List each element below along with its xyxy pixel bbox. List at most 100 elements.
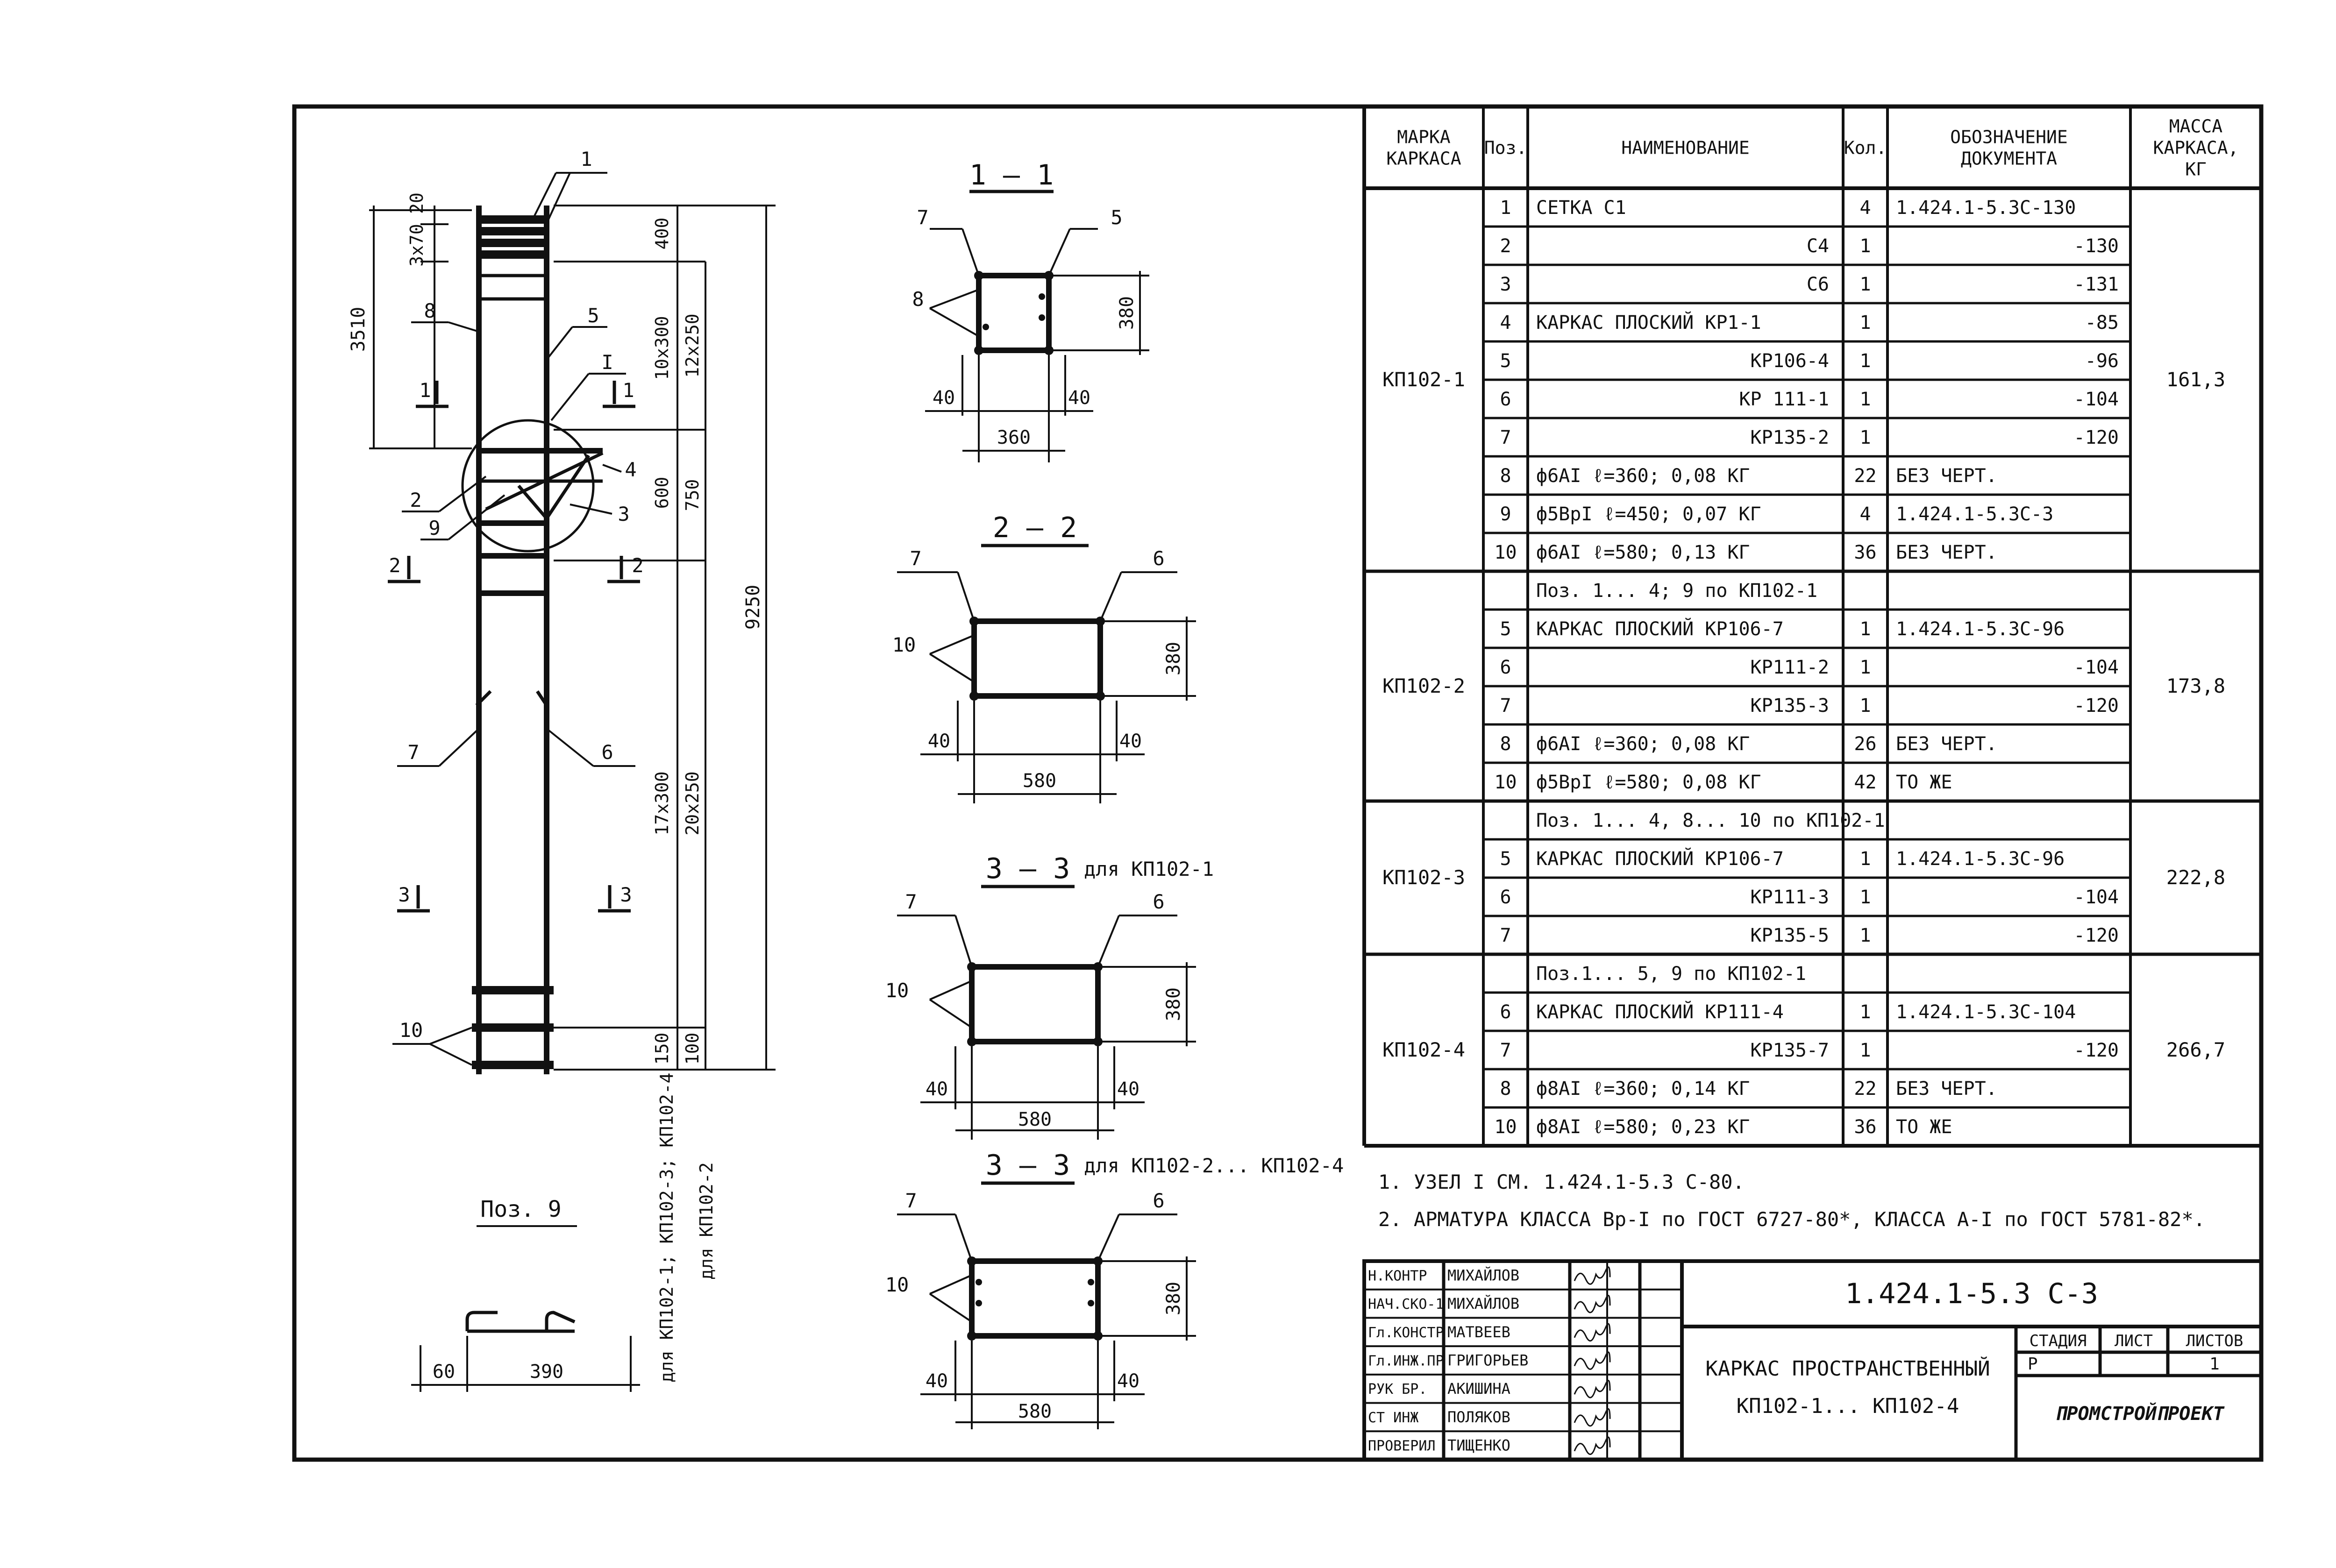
spec-cell-poz: 8 bbox=[1500, 733, 1511, 755]
spec-cell-poz: 10 bbox=[1494, 1116, 1517, 1138]
spec-cell-name: КР135-2 bbox=[1750, 427, 1829, 448]
header-name: НАИМЕНОВАНИЕ bbox=[1621, 138, 1750, 158]
spec-cell-kol: 1 bbox=[1859, 618, 1871, 640]
spec-cell-kol: 1 bbox=[1859, 887, 1871, 908]
callout-2: 2 bbox=[410, 489, 421, 511]
dim-750: 750 bbox=[682, 479, 703, 511]
spec-cell-kol: 1 bbox=[1859, 235, 1871, 257]
dim-17x300: 17x300 bbox=[652, 771, 672, 835]
node-circle bbox=[461, 419, 595, 553]
spec-cell-poz: 10 bbox=[1494, 542, 1517, 563]
section-left-pos: 10 bbox=[885, 1273, 909, 1296]
section-width-dim: 360 bbox=[997, 427, 1031, 448]
cut-1-left: 1 bbox=[419, 379, 431, 402]
section-edge-left: 40 bbox=[928, 731, 950, 752]
spec-cell-name: СЕТКА С1 bbox=[1536, 197, 1626, 219]
spec-cell-poz: 7 bbox=[1500, 695, 1511, 717]
spec-cell-doc: 1.424.1-5.3С-130 bbox=[1896, 197, 2076, 219]
spec-cell-doc: -104 bbox=[2074, 657, 2119, 678]
spec-cell-doc: -120 bbox=[2074, 427, 2119, 448]
node-label-i: I bbox=[601, 351, 613, 374]
spec-cell-name: КР135-5 bbox=[1750, 925, 1829, 946]
spec-cell-kol: 1 bbox=[1859, 925, 1871, 946]
stage-value: Р bbox=[2028, 1355, 2038, 1374]
spec-cell-poz: 7 bbox=[1500, 427, 1511, 448]
signer-role: ПРОВЕРИЛ bbox=[1368, 1438, 1436, 1454]
dim-600: 600 bbox=[652, 477, 672, 509]
section-edge-left: 40 bbox=[926, 1370, 948, 1392]
section-top-right-pos: 6 bbox=[1153, 890, 1164, 913]
spec-cell-name: Поз.1... 5, 9 по КП102-1 bbox=[1536, 963, 1806, 985]
signature-mark bbox=[1574, 1408, 1611, 1427]
poz9-title: Поз. 9 bbox=[480, 1196, 561, 1222]
section-suffix: для КП102-2... КП102-4 bbox=[1084, 1154, 1344, 1177]
note-1: 1. УЗЕЛ I СМ. 1.424.1-5.3 С-80. bbox=[1378, 1171, 1745, 1193]
spec-cell-doc: 1.424.1-5.3С-96 bbox=[1896, 848, 2065, 870]
spec-cell-doc: -85 bbox=[2085, 312, 2119, 333]
top-meshes bbox=[477, 215, 549, 301]
callout-4: 4 bbox=[625, 458, 636, 481]
dim-20x250: 20x250 bbox=[682, 771, 703, 835]
section-edge-left: 40 bbox=[933, 387, 955, 409]
label-scope-kp102-2: для КП102-2 bbox=[696, 1162, 717, 1280]
signature-mark bbox=[1574, 1266, 1611, 1285]
cut-1-right: 1 bbox=[622, 379, 634, 402]
spec-cell-kol: 42 bbox=[1854, 772, 1876, 793]
signer-name: ГРИГОРЬЕВ bbox=[1447, 1352, 1528, 1369]
section-2-2: 2 – 2 7 6 10 380 40 40 580 bbox=[892, 511, 1196, 803]
spec-cell-name: КР135-7 bbox=[1750, 1040, 1829, 1061]
signer-name: МИХАЙЛОВ bbox=[1447, 1295, 1519, 1313]
spec-group-marka: КП102-1 bbox=[1382, 368, 1465, 391]
section-width-dim: 580 bbox=[1018, 1401, 1052, 1422]
signer-role: Гл.КОНСТР bbox=[1368, 1325, 1444, 1341]
section-left-pos: 8 bbox=[912, 288, 924, 311]
poz9-dim-390: 390 bbox=[530, 1361, 563, 1383]
spec-cell-kol: 22 bbox=[1854, 465, 1876, 487]
spec-cell-kol: 1 bbox=[1859, 350, 1871, 372]
spec-cell-poz: 7 bbox=[1500, 1040, 1511, 1061]
callout-8: 8 bbox=[424, 299, 435, 322]
signature-mark bbox=[1574, 1351, 1611, 1370]
spec-group-marka: КП102-4 bbox=[1382, 1038, 1465, 1061]
spec-group-mass: 173,8 bbox=[2166, 674, 2225, 697]
section-height-dim: 380 bbox=[1163, 642, 1184, 675]
section-top-right-pos: 5 bbox=[1111, 206, 1122, 229]
spec-cell-doc: -130 bbox=[2074, 235, 2119, 257]
section-edge-left: 40 bbox=[926, 1078, 948, 1100]
note-2: 2. АРМАТУРА КЛАССА Вр-I по ГОСТ 6727-80*… bbox=[1378, 1208, 2205, 1231]
cut-3-left: 3 bbox=[398, 883, 410, 906]
spec-cell-doc: БЕЗ ЧЕРТ. bbox=[1896, 1078, 1997, 1100]
spec-cell-poz: 5 bbox=[1500, 350, 1511, 372]
drawing-title-line-2: КП102-1... КП102-4 bbox=[1737, 1394, 1959, 1418]
spec-cell-doc: 1.424.1-5.3С-3 bbox=[1896, 504, 2053, 525]
spec-cell-name: КАРКАС ПЛОСКИЙ КР106-7 bbox=[1536, 617, 1784, 640]
spec-cell-poz: 9 bbox=[1500, 504, 1511, 525]
spec-cell-kol: 36 bbox=[1854, 1116, 1876, 1138]
spec-cell-kol: 1 bbox=[1859, 1040, 1871, 1061]
org-name: ПРОМСТРОЙПРОЕКТ bbox=[2055, 1402, 2225, 1425]
spec-group-mass: 266,7 bbox=[2166, 1038, 2225, 1061]
spec-cell-name: ф8АI ℓ=580; 0,23 КГ bbox=[1536, 1116, 1750, 1138]
dim-400: 400 bbox=[652, 218, 672, 250]
notes: 1. УЗЕЛ I СМ. 1.424.1-5.3 С-80. 2. АРМАТ… bbox=[1378, 1171, 2205, 1231]
section-1-1: 1 – 1 7 5 8 380 40 40 360 bbox=[912, 159, 1149, 462]
spec-cell-kol: 1 bbox=[1859, 312, 1871, 333]
section-height-dim: 380 bbox=[1163, 987, 1184, 1021]
spec-cell-kol: 26 bbox=[1854, 733, 1876, 755]
spec-cell-name: ф6АI ℓ=580; 0,13 КГ bbox=[1536, 542, 1750, 563]
spec-cell-name: С4 bbox=[1807, 235, 1829, 257]
signer-name: АКИШИНА bbox=[1447, 1380, 1510, 1398]
section-title: 3 – 3 bbox=[986, 852, 1070, 885]
stage-label: СТАДИЯ bbox=[2030, 1332, 2087, 1350]
section-top-left-pos: 7 bbox=[905, 1189, 917, 1212]
section-top-left-pos: 7 bbox=[905, 890, 917, 913]
cut-3-right: 3 bbox=[620, 883, 632, 906]
section-left-pos: 10 bbox=[892, 633, 916, 656]
callout-10: 10 bbox=[399, 1019, 423, 1042]
section-height-dim: 380 bbox=[1163, 1282, 1184, 1315]
signer-name: ПОЛЯКОВ bbox=[1447, 1408, 1510, 1426]
spec-cell-poz: 5 bbox=[1500, 618, 1511, 640]
spec-cell-poz: 8 bbox=[1500, 465, 1511, 487]
